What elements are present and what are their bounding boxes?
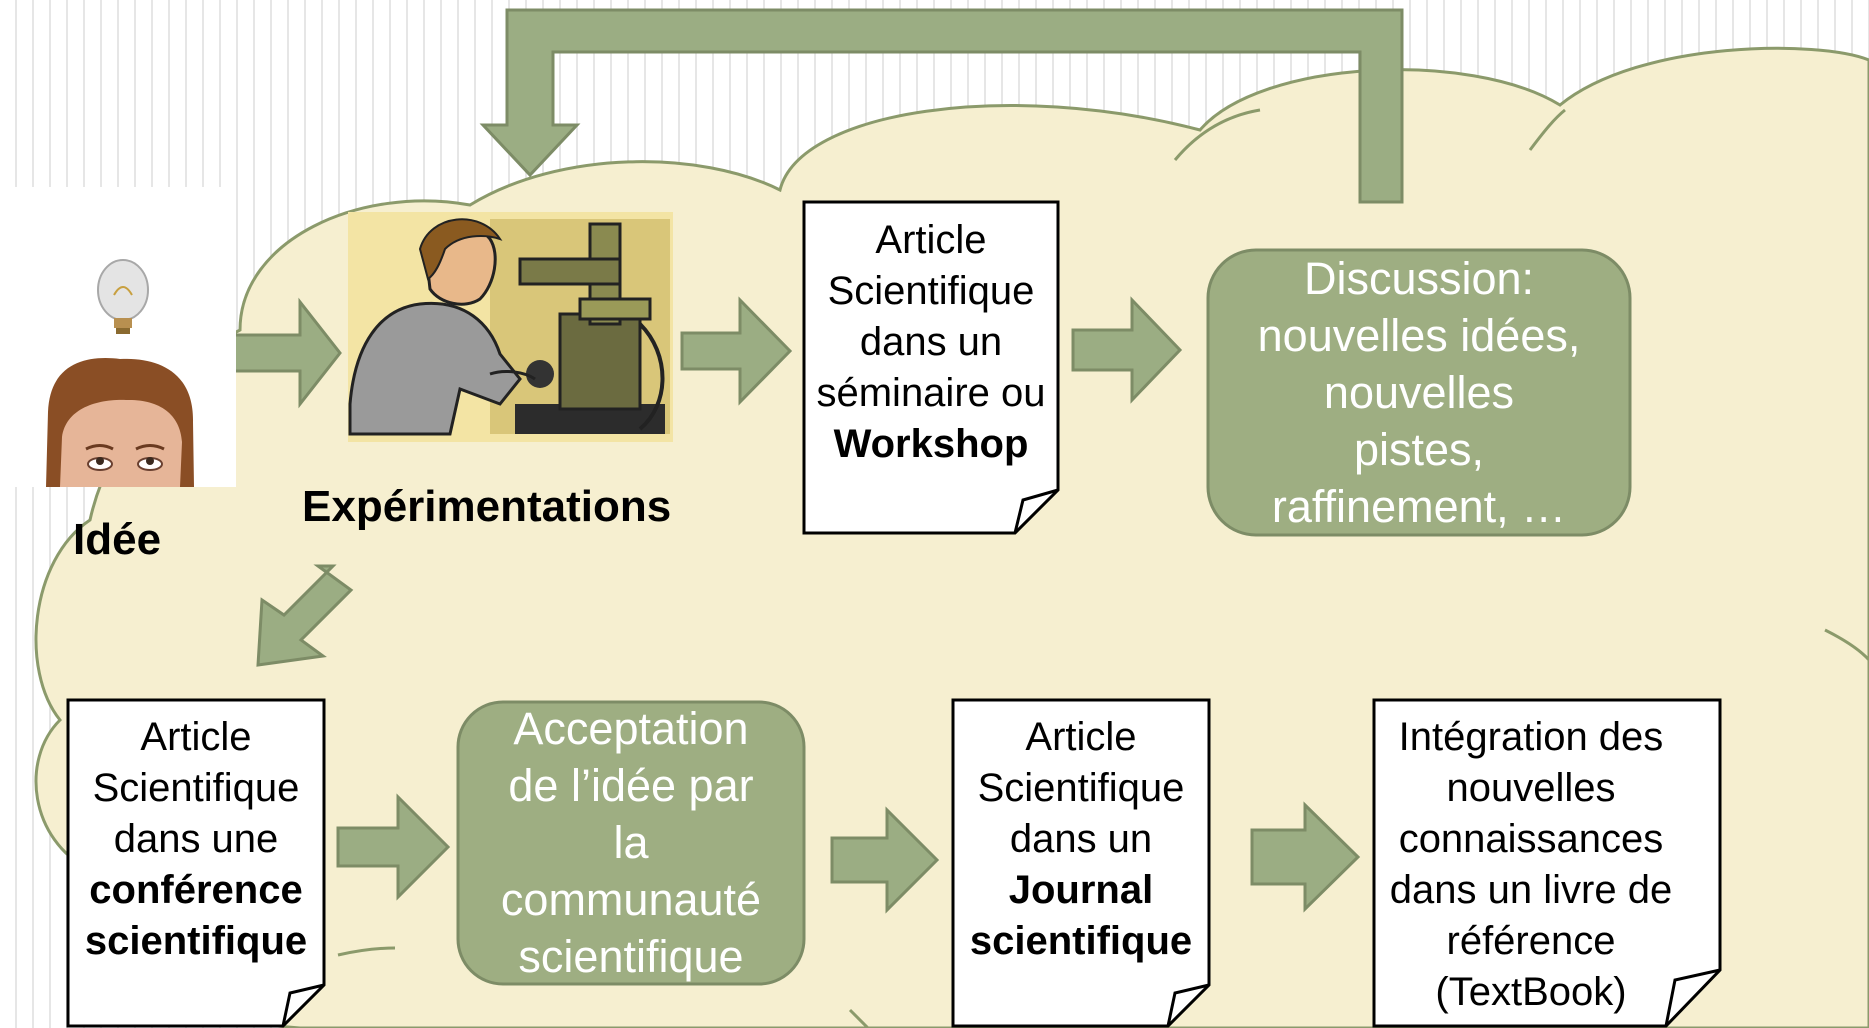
man-face-icon: [46, 358, 194, 487]
textbook-text: Intégration des nouvelles connaissances …: [1389, 715, 1673, 1014]
arrow-conference-to-acceptance: [336, 793, 451, 901]
textbook-doc: [1372, 698, 1722, 1028]
scientist-icon: [348, 218, 536, 436]
arrow-journal-to-textbook: [1250, 801, 1361, 913]
feedback-arrow: [479, 8, 1404, 204]
acceptance-box: [456, 700, 806, 986]
discussion-box: [1206, 248, 1632, 537]
conference-article-text: Article Scientifique dans une conférence…: [84, 715, 308, 963]
arrow-acceptance-to-journal: [830, 806, 940, 914]
idea-image: [8, 187, 236, 487]
discussion-text: Discussion: nouvelles idées, nouvelles p…: [1257, 253, 1581, 532]
journal-article-text: Article Scientifique dans un Journal sci…: [969, 715, 1193, 963]
arrow-idea-to-experiments: [231, 297, 342, 409]
workshop-article-doc: [802, 200, 1060, 535]
scientist-image: [340, 204, 675, 452]
idea-label: Idée: [73, 515, 162, 564]
light-bulb-icon: [97, 259, 149, 334]
acceptance-text: Acceptation de l’idée par la communauté …: [500, 703, 762, 982]
conference-article-doc: [66, 698, 326, 1028]
workshop-article-text: Article Scientifique dans un séminaire o…: [816, 218, 1046, 466]
arrow-down-to-conference: [256, 564, 354, 667]
arrow-experiments-to-workshop: [680, 296, 793, 406]
experiments-label: Expérimentations: [302, 482, 672, 531]
arrow-workshop-to-discussion: [1071, 296, 1183, 404]
microscope-icon: [515, 222, 665, 434]
journal-article-doc: [951, 698, 1211, 1028]
